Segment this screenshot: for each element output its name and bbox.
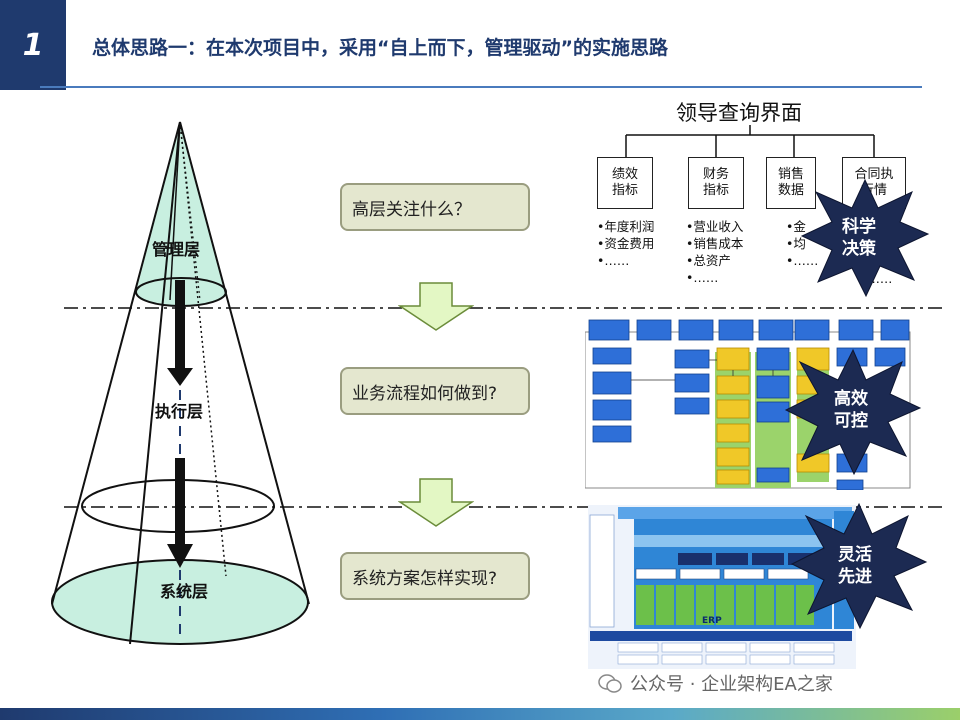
cone-left-edge [51, 121, 181, 605]
wechat-icon [598, 674, 622, 693]
down-arrow-2 [398, 478, 474, 527]
portal-title: 领导查询界面 [676, 101, 802, 125]
portal-tree-lines [625, 125, 875, 157]
layer-label-execution: 执行层 [155, 402, 204, 421]
question-box-middle: 业务流程如何做到? [340, 367, 530, 415]
kpi-box-performance: 绩效指标 [597, 157, 653, 209]
title-underline [40, 86, 922, 88]
arrow-head-2 [167, 544, 193, 568]
cone-top-inner-line [169, 121, 181, 301]
badge-star-3 [790, 502, 928, 630]
erp-label: ERP [702, 616, 722, 626]
kpi-list-sales: •金 •均 •…… [786, 219, 819, 268]
arrow-head-1 [167, 368, 193, 386]
question-box-top: 高层关注什么？ [340, 183, 530, 231]
layer-label-system: 系统层 [160, 582, 209, 601]
badge-star-2 [784, 348, 922, 476]
section-number-badge: 1 [0, 0, 66, 90]
cone-inner-edge [129, 121, 181, 645]
question-box-bottom: 系统方案怎样实现? [340, 552, 530, 600]
slide-title: 总体思路一：在本次项目中，采用“自上而下，管理驱动”的实施思路 [92, 37, 668, 59]
layer-label-management: 管理层 [152, 240, 201, 259]
watermark-text: 公众号 · 企业架构EA之家 [630, 674, 833, 695]
kpi-box-finance: 财务指标 [688, 157, 744, 209]
badge-star-1 [800, 178, 930, 298]
cone-dotted-edge [179, 121, 227, 577]
cone-right-edge [179, 121, 310, 605]
cone-top-fill [136, 124, 226, 307]
hierarchy-cone-diagram [51, 121, 310, 645]
arrow-shaft-2 [175, 458, 185, 546]
badge-text-3: 灵活先进 [838, 545, 872, 587]
kpi-list-performance: •年度利润 •资金费用 •…… [597, 219, 655, 268]
kpi-box-sales: 销售数据 [766, 157, 816, 209]
system-architecture-diagram: ERP [588, 505, 856, 669]
badge-text-2: 高效可控 [834, 389, 868, 431]
footer-gradient-bar [0, 708, 960, 720]
kpi-list-finance: •营业收入 •销售成本 •总资产 •…… [686, 219, 744, 285]
arrow-shaft-1 [175, 280, 185, 370]
down-arrow-1 [398, 282, 474, 331]
badge-text-1: 科学决策 [842, 217, 876, 259]
watermark: 公众号 · 企业架构EA之家 [598, 670, 833, 696]
